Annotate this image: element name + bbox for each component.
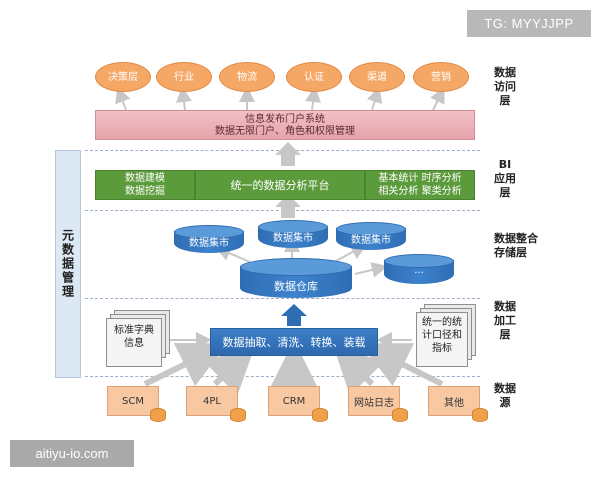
unified-metrics-doc: 统一的统 计口径和 指标 (416, 312, 468, 367)
source-web-log: 网站日志 (348, 386, 400, 416)
meta-data-label: 元数据管理 (60, 229, 75, 299)
etl-process-box: 数据抽取、清洗、转换、装载 (210, 328, 378, 356)
access-oval-certification: 认证 (286, 62, 342, 92)
standard-dict-line1: 标准字典 (114, 325, 154, 336)
access-oval-decision: 决策层 (95, 62, 151, 92)
meta-data-management-bar: 元数据管理 (55, 150, 81, 378)
data-mart-2: 数据集市 (258, 220, 328, 248)
bi-stats-line1: 基本统计 时序分析 (378, 173, 462, 184)
data-mart-more: ... (384, 254, 454, 284)
layer-label-bi: BI应用层 (494, 158, 516, 199)
data-mart-1: 数据集市 (174, 225, 244, 253)
watermark-site: aitiyu-io.com (10, 440, 134, 467)
access-oval-channel: 渠道 (349, 62, 405, 92)
unified-metrics-line2: 计口径和 (422, 330, 462, 341)
info-portal-system: 信息发布门户系统 数据无限门户、角色和权限管理 (95, 110, 475, 140)
source-crm: CRM (268, 386, 320, 416)
portal-subtitle: 数据无限门户、角色和权限管理 (215, 126, 355, 137)
bi-mining-label: 数据挖掘 (125, 186, 165, 197)
source-4pl: 4PL (186, 386, 238, 416)
bi-unified-platform: 统一的数据分析平台 (195, 170, 365, 200)
bi-platform-label: 统一的数据分析平台 (230, 178, 330, 192)
arrow-etl-to-warehouse (281, 304, 307, 326)
arrow-bi-to-portal (275, 142, 301, 166)
source-other-db-icon (472, 408, 488, 422)
data-warehouse: 数据仓库 (240, 258, 352, 298)
data-mart-3: 数据集市 (336, 222, 406, 250)
portal-title: 信息发布门户系统 (245, 114, 325, 125)
data-mart-2-label: 数据集市 (273, 233, 313, 244)
standard-dict-line2: 信息 (124, 338, 144, 349)
access-oval-marketing: 营销 (413, 62, 469, 92)
data-mart-more-label: ... (414, 265, 424, 276)
layer-label-access: 数据访问层 (494, 66, 516, 107)
layer-label-storage: 数据整合存储层 (494, 232, 538, 259)
access-oval-industry: 行业 (156, 62, 212, 92)
source-web-log-db-icon (392, 408, 408, 422)
source-other: 其他 (428, 386, 480, 416)
bi-stats-line2: 相关分析 聚类分析 (378, 186, 462, 197)
layer-label-source: 数据源 (494, 382, 516, 409)
bi-modeling-mining: 数据建模 数据挖掘 (95, 170, 195, 200)
data-mart-1-label: 数据集市 (189, 238, 229, 249)
access-oval-logistics: 物流 (219, 62, 275, 92)
watermark-tg: TG: MYYJJPP (467, 10, 591, 37)
unified-metrics-line3: 指标 (432, 343, 452, 354)
source-scm-db-icon (150, 408, 166, 422)
source-crm-db-icon (312, 408, 328, 422)
layer-separator-storage (85, 298, 480, 299)
data-warehouse-label: 数据仓库 (274, 280, 318, 293)
bi-statistics-analysis: 基本统计 时序分析 相关分析 聚类分析 (365, 170, 475, 200)
unified-metrics-line1: 统一的统 (422, 317, 462, 328)
bi-modeling-label: 数据建模 (125, 173, 165, 184)
standard-dictionary-doc: 标准字典 信息 (106, 318, 162, 367)
etl-label: 数据抽取、清洗、转换、装载 (222, 336, 366, 349)
arrow-storage-to-bi (275, 194, 301, 218)
data-mart-3-label: 数据集市 (351, 235, 391, 246)
layer-label-processing: 数据加工层 (494, 300, 516, 341)
source-4pl-db-icon (230, 408, 246, 422)
